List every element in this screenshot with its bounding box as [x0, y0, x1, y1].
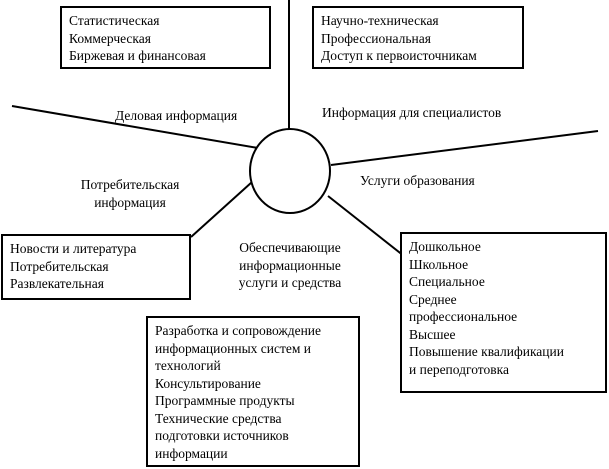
- label-support-services: Обеспечивающие информационные услуги и с…: [210, 239, 370, 292]
- connector-line-business: [11, 105, 259, 149]
- box-line: профессиональное: [409, 309, 518, 324]
- box-line: подготовки источников: [155, 428, 289, 443]
- box-line: Среднее: [409, 291, 457, 307]
- box-line: информационных систем и: [155, 340, 312, 356]
- box-education-services: Дошкольное Школьное Специальное Среднее …: [400, 232, 607, 393]
- box-consumer-information: Новости и литература Потребительская Раз…: [1, 234, 191, 300]
- box-line: Консультирование: [155, 375, 261, 391]
- box-support-services: Разработка и сопровождение информационны…: [146, 316, 360, 467]
- box-line: Дошкольное: [409, 239, 481, 254]
- box-specialist-information: Научно-техническая Профессиональная Дост…: [312, 6, 524, 69]
- box-line: Высшее: [409, 326, 456, 342]
- box-line: Доступ к первоисточникам: [321, 48, 477, 63]
- box-line: Потребительская: [10, 258, 109, 274]
- label-education-services: Услуги образования: [360, 173, 475, 188]
- label-consumer-information: Потребительская информация: [60, 176, 200, 211]
- central-ellipse: [249, 128, 331, 214]
- label-line: информационные: [239, 257, 341, 273]
- box-line: Разработка и сопровождение: [155, 323, 322, 338]
- label-line: информация: [94, 194, 166, 210]
- box-line: Новости и литература: [10, 241, 137, 256]
- connector-line-specialists: [330, 130, 599, 166]
- box-line: Школьное: [409, 256, 469, 272]
- box-line: Повышение квалификации: [409, 344, 564, 359]
- box-line: информации: [155, 445, 228, 461]
- label-line: услуги и средства: [238, 275, 342, 290]
- box-line: Профессиональная: [321, 30, 431, 46]
- label-specialist-information: Информация для специалистов: [322, 105, 502, 120]
- box-line: Научно-техническая: [321, 13, 439, 28]
- label-business-information: Деловая информация: [115, 108, 238, 123]
- connector-line-consumer: [190, 181, 253, 238]
- box-line: технологий: [155, 358, 221, 373]
- label-line: Обеспечивающие: [239, 240, 341, 255]
- box-line: Развлекательная: [10, 276, 104, 291]
- box-business-information: Статистическая Коммерческая Биржевая и ф…: [60, 6, 271, 69]
- label-line: Потребительская: [80, 177, 180, 192]
- box-line: Биржевая и финансовая: [69, 48, 206, 63]
- box-line: и переподготовка: [409, 361, 509, 377]
- box-line: Коммерческая: [69, 30, 151, 46]
- connector-line-education: [327, 195, 405, 257]
- box-line: Специальное: [409, 274, 485, 289]
- box-line: Технические средства: [155, 410, 282, 426]
- box-line: Статистическая: [69, 13, 160, 28]
- box-line: Программные продукты: [155, 393, 295, 408]
